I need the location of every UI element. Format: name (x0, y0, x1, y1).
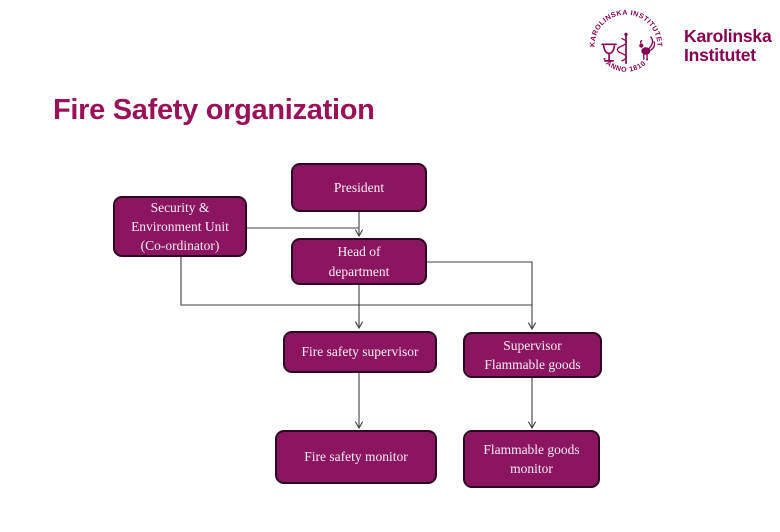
node-president: President (291, 163, 427, 212)
karolinska-wordmark: Karolinska Institutet (684, 26, 772, 65)
node-flammable-goods-monitor: Flammable goods monitor (463, 430, 600, 488)
karolinska-seal-icon: KAROLINSKA INSTITUTET • ANNO 1810 • (589, 9, 663, 74)
karolinska-logo: KAROLINSKA INSTITUTET • ANNO 1810 • (588, 8, 772, 84)
node-head-of-department: Head of department (291, 238, 427, 285)
wordmark-line1: Karolinska (684, 26, 772, 46)
node-fire-safety-supervisor: Fire safety supervisor (283, 331, 437, 373)
node-fire-safety-monitor: Fire safety monitor (275, 430, 437, 484)
node-supervisor-flammable-goods: Supervisor Flammable goods (463, 332, 602, 378)
edge-head-flam-supervisor (427, 261, 537, 331)
seal-rooster-icon (639, 36, 656, 60)
wordmark-line2: Institutet (684, 45, 756, 65)
seal-staff-icon (616, 32, 628, 65)
seal-chalice-icon (601, 43, 617, 62)
node-security-environment-unit: Security & Environment Unit (Co-ordinato… (113, 196, 247, 257)
page-title: Fire Safety organization (53, 94, 375, 126)
